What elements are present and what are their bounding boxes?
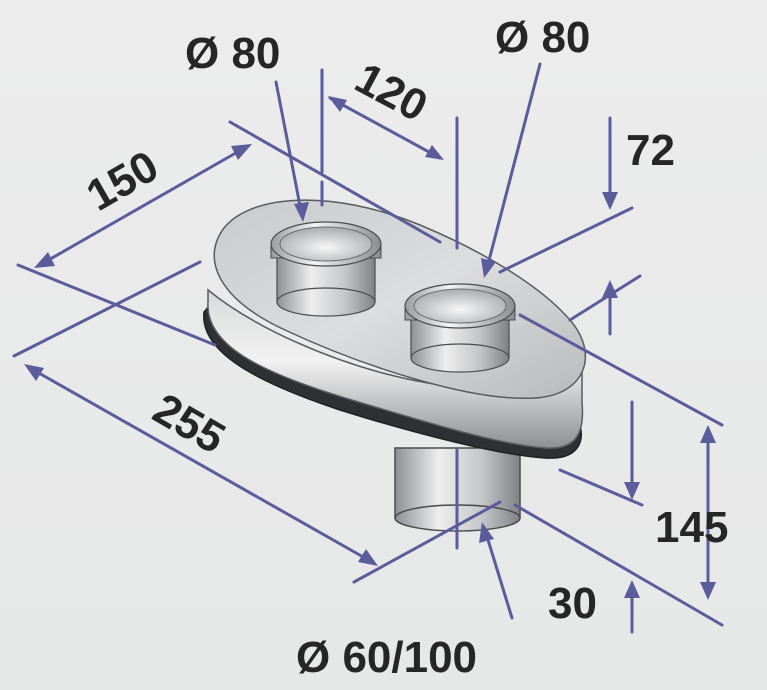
- leader-outlet-diameter-arrow: [479, 522, 494, 543]
- leader-outlet-diameter: [483, 528, 514, 620]
- dim-255-arrow-a: [24, 364, 44, 381]
- body-side-wall: [207, 288, 584, 449]
- label-length: 255: [145, 384, 233, 463]
- label-spacing: 120: [347, 54, 435, 132]
- leader-right-diameter: [484, 62, 542, 274]
- label-top-right-diameter: Ø 80: [495, 13, 590, 62]
- label-outlet-diameter: Ø 60/100: [296, 633, 477, 682]
- ext-145-top: [518, 313, 724, 427]
- dim-30-arrow-b: [624, 580, 640, 598]
- dim-255-arrow-b: [358, 549, 378, 566]
- dim-30-arrow-a: [624, 482, 640, 500]
- dim-150-arrow-b: [231, 144, 252, 160]
- label-height-total: 145: [655, 503, 728, 552]
- label-height-top: 72: [626, 126, 675, 175]
- dim-120-arrow-a: [328, 96, 347, 112]
- leader-right-diameter-arrow: [481, 258, 496, 278]
- dimension-lines: [12, 62, 724, 634]
- label-width: 150: [79, 142, 167, 221]
- dim-150-arrow-a: [34, 252, 55, 268]
- ext-72-top: [498, 206, 634, 274]
- ext-150-right: [228, 120, 442, 244]
- left-pipe: [270, 221, 382, 317]
- dim-120-line: [328, 96, 442, 160]
- ext-255-left: [12, 260, 202, 358]
- ext-145-bottom: [513, 503, 724, 627]
- dim-72-arrow-a: [602, 192, 618, 210]
- label-top-left-diameter: Ø 80: [185, 29, 280, 78]
- dim-145-arrow-a: [700, 425, 716, 443]
- leader-left-diameter-arrow: [294, 202, 309, 222]
- label-bottom-height: 30: [548, 579, 597, 628]
- dim-120-arrow-b: [425, 145, 444, 160]
- right-pipe: [404, 283, 516, 373]
- ext-30-top: [558, 468, 644, 507]
- ext-72-bottom: [568, 274, 642, 322]
- terminal-adapter: [203, 199, 587, 532]
- ext-255-right: [352, 500, 502, 584]
- dim-150-line: [36, 144, 250, 268]
- dim-255-line: [28, 366, 374, 564]
- dim-145-arrow-b: [700, 582, 716, 600]
- leader-left-diameter: [274, 80, 304, 218]
